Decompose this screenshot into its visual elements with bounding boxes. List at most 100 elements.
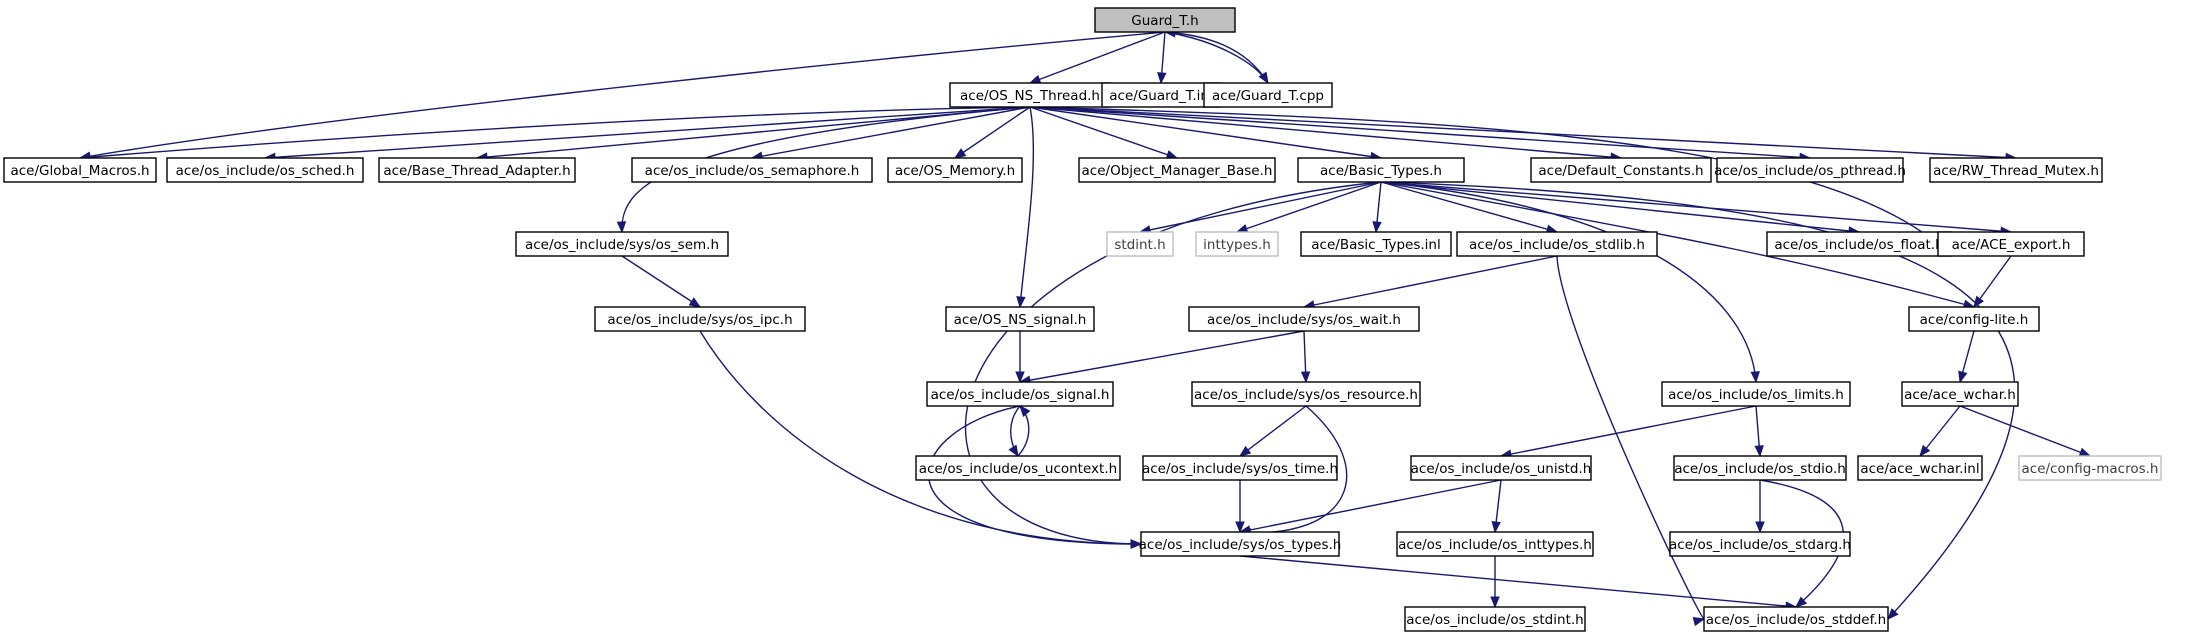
edge-config_lite-to-ace_wchar bbox=[1958, 330, 1975, 384]
node-box bbox=[1300, 231, 1452, 257]
node-box bbox=[1396, 531, 1594, 557]
node-label: ace/config-macros.h bbox=[2022, 461, 2159, 477]
node-box bbox=[1937, 231, 2085, 257]
node-box bbox=[1404, 606, 1586, 632]
node-os-semaphore[interactable]: ace/os_include/os_semaphore.h bbox=[631, 157, 873, 183]
node-box bbox=[926, 381, 1114, 407]
node-os-stdlib[interactable]: ace/os_include/os_stdlib.h bbox=[1456, 231, 1658, 257]
node-box bbox=[1661, 381, 1851, 407]
node-default-constants[interactable]: ace/Default_Constants.h bbox=[1530, 157, 1712, 183]
node-label: ace/Object_Manager_Base.h bbox=[1082, 163, 1273, 179]
node-box bbox=[1716, 157, 1904, 183]
edge-guard_h-to-guard_cpp bbox=[1164, 31, 1269, 85]
node-basic-types[interactable]: ace/Basic_Types.h bbox=[1297, 157, 1465, 183]
node-guard-inl[interactable]: ace/Guard_T.inl bbox=[1101, 82, 1221, 108]
node-box bbox=[1669, 531, 1851, 557]
node-box bbox=[1908, 306, 2040, 332]
node-box bbox=[945, 306, 1095, 332]
node-os-stdint[interactable]: ace/os_include/os_stdint.h bbox=[1404, 606, 1586, 632]
edge-line bbox=[1380, 181, 1860, 233]
node-os-stdarg[interactable]: ace/os_include/os_stdarg.h bbox=[1669, 531, 1851, 557]
node-os-ns-signal[interactable]: ace/OS_NS_signal.h bbox=[945, 306, 1095, 332]
node-ace-export[interactable]: ace/ACE_export.h bbox=[1937, 231, 2085, 257]
arrowhead bbox=[1157, 72, 1167, 85]
node-os-float[interactable]: ace/os_include/os_float.h bbox=[1766, 231, 1952, 257]
node-label: ace/os_include/os_signal.h bbox=[931, 387, 1110, 403]
node-rw-thread-mutex[interactable]: ace/RW_Thread_Mutex.h bbox=[1929, 157, 2103, 183]
node-os-stddef[interactable]: ace/os_include/os_stddef.h bbox=[1703, 606, 1889, 632]
node-basic-types-inl[interactable]: ace/Basic_Types.inl bbox=[1300, 231, 1452, 257]
node-sys-os-time[interactable]: ace/os_include/sys/os_time.h bbox=[1142, 455, 1338, 481]
node-label: ace/os_include/os_unistd.h bbox=[1411, 461, 1592, 477]
edge-guard_h-to-guard_inl bbox=[1157, 31, 1167, 85]
arrowhead bbox=[1754, 445, 1764, 458]
node-config-lite[interactable]: ace/config-lite.h bbox=[1908, 306, 2040, 332]
node-os-stdio[interactable]: ace/os_include/os_stdio.h bbox=[1673, 455, 1847, 481]
arrowhead bbox=[1028, 74, 1042, 84]
node-os-memory[interactable]: ace/OS_Memory.h bbox=[887, 157, 1023, 183]
node-os-inttypes[interactable]: ace/os_include/os_inttypes.h bbox=[1396, 531, 1594, 557]
node-os-sched[interactable]: ace/os_include/os_sched.h bbox=[166, 157, 364, 183]
node-os-pthread[interactable]: ace/os_include/os_pthread.h bbox=[1714, 157, 1906, 183]
edge-line bbox=[1380, 181, 2016, 620]
node-label: ace/os_include/os_stddef.h bbox=[1706, 612, 1886, 628]
node-label: stdint.h bbox=[1114, 237, 1165, 253]
node-sys-os-ipc[interactable]: ace/os_include/sys/os_ipc.h bbox=[594, 306, 806, 332]
node-label: ace/os_include/os_ucontext.h bbox=[919, 461, 1117, 477]
node-box bbox=[1078, 157, 1276, 183]
node-label: ace/os_include/os_sched.h bbox=[176, 163, 355, 179]
node-label: ace/config-lite.h bbox=[1920, 312, 2029, 328]
node-label: ace/os_include/os_stdint.h bbox=[1406, 612, 1583, 628]
node-box bbox=[1140, 531, 1340, 557]
node-label: ace/os_include/sys/os_types.h bbox=[1139, 537, 1342, 553]
node-sys-os-types[interactable]: ace/os_include/sys/os_types.h bbox=[1139, 531, 1342, 557]
edge-os_stdio-to-os_stdarg bbox=[1755, 480, 1765, 534]
node-label: Guard_T.h bbox=[1131, 13, 1198, 29]
node-os-ucontext[interactable]: ace/os_include/os_ucontext.h bbox=[915, 455, 1121, 481]
node-sys-os-wait[interactable]: ace/os_include/sys/os_wait.h bbox=[1188, 306, 1420, 332]
node-ace-wchar[interactable]: ace/ace_wchar.h bbox=[1901, 381, 2019, 407]
node-sys-os-sem[interactable]: ace/os_include/sys/os_sem.h bbox=[515, 231, 729, 257]
node-label: ace/os_include/sys/os_sem.h bbox=[525, 237, 719, 253]
edge-line bbox=[79, 106, 1031, 159]
node-global-macros[interactable]: ace/Global_Macros.h bbox=[3, 157, 157, 183]
edge-line bbox=[1556, 255, 1705, 620]
node-guard-h[interactable]: Guard_T.h bbox=[1094, 7, 1236, 33]
node-label: ace/ace_wchar.h bbox=[1904, 387, 2016, 403]
node-box bbox=[1094, 7, 1236, 33]
edge-basic_types-to-os_limits bbox=[1380, 181, 1760, 384]
node-label: inttypes.h bbox=[1203, 237, 1271, 253]
edge-line bbox=[1239, 405, 1307, 457]
arrowhead bbox=[1750, 371, 1760, 384]
edge-sys_os_ipc-to-sys_os_types bbox=[699, 330, 1143, 549]
edge-sys_os_wait-to-os_signal bbox=[1018, 330, 1305, 385]
node-os-signal[interactable]: ace/os_include/os_signal.h bbox=[926, 381, 1114, 407]
node-guard-cpp[interactable]: ace/Guard_T.cpp bbox=[1203, 82, 1333, 108]
node-ace-wchar-inl[interactable]: ace/ace_wchar.inl bbox=[1857, 455, 1983, 481]
node-label: ace/Basic_Types.h bbox=[1320, 163, 1442, 179]
edges-layer bbox=[78, 28, 2092, 627]
edge-os_ns_thread-to-os_memory bbox=[953, 106, 1031, 159]
arrowhead bbox=[1919, 444, 1931, 458]
node-label: ace/os_include/os_stdio.h bbox=[1674, 461, 1846, 477]
arrowhead bbox=[616, 221, 627, 234]
arrowhead bbox=[1019, 404, 1031, 418]
node-sys-os-resource[interactable]: ace/os_include/sys/os_resource.h bbox=[1191, 381, 1421, 407]
arrowhead bbox=[1973, 295, 1985, 309]
node-os-ns-thread[interactable]: ace/OS_NS_Thread.h bbox=[949, 82, 1111, 108]
edge-line bbox=[1959, 405, 2091, 457]
arrowhead bbox=[1372, 221, 1382, 234]
node-os-limits[interactable]: ace/os_include/os_limits.h bbox=[1661, 381, 1851, 407]
node-os-unistd[interactable]: ace/os_include/os_unistd.h bbox=[1410, 455, 1592, 481]
node-object-manager-base[interactable]: ace/Object_Manager_Base.h bbox=[1078, 157, 1276, 183]
node-label: ace/Basic_Types.inl bbox=[1311, 237, 1440, 253]
edge-line bbox=[1380, 181, 1558, 233]
node-box bbox=[1195, 231, 1279, 257]
node-base-thread-adapter[interactable]: ace/Base_Thread_Adapter.h bbox=[378, 157, 576, 183]
edge-line bbox=[1973, 255, 2012, 308]
node-label: ace/os_include/os_limits.h bbox=[1668, 387, 1844, 403]
node-box bbox=[1297, 157, 1465, 183]
edge-os_ns_thread-to-os_semaphore bbox=[750, 106, 1031, 161]
edge-line bbox=[621, 255, 701, 308]
